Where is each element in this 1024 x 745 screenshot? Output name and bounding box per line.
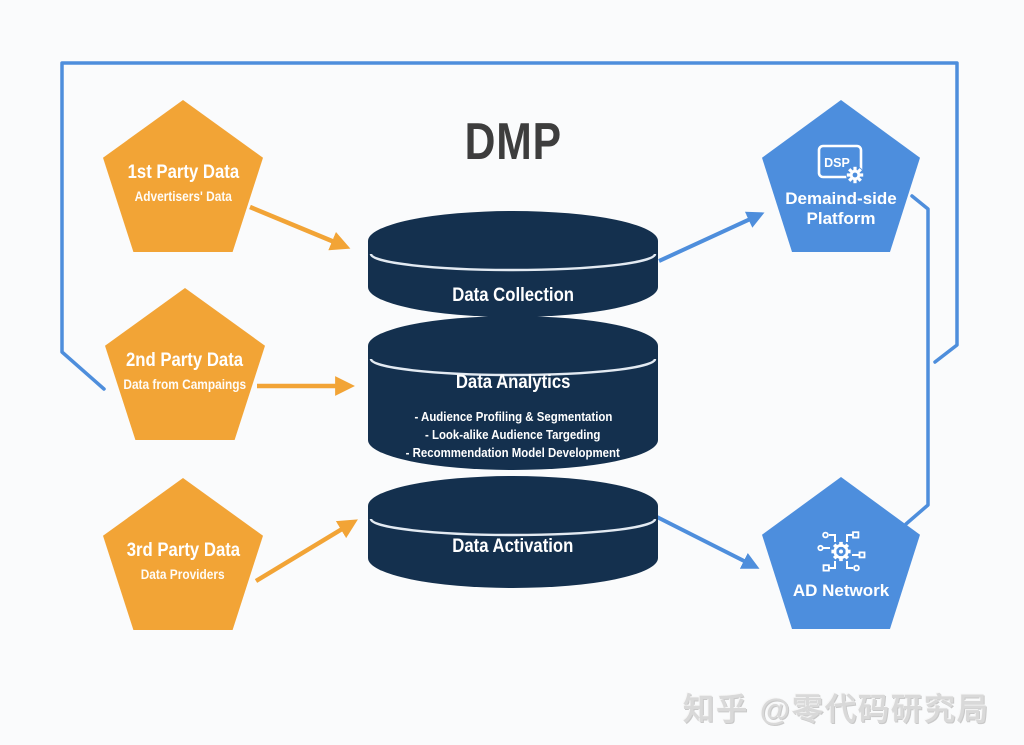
layer-label: Data Collection: [452, 285, 574, 306]
detail-line: - Recommendation Model Development: [405, 445, 621, 460]
arrow-to-dsp: [658, 211, 765, 263]
layer-data-activation: Data Activation: [368, 476, 658, 588]
svg-text:DSP: DSP: [824, 156, 850, 170]
source-subtitle: Advertisers' Data: [134, 188, 232, 204]
watermark: 知乎 @零代码研究局: [683, 692, 990, 727]
layer-label: Data Analytics: [455, 372, 571, 393]
cylinder-shape: [368, 316, 658, 470]
arrow-third-party: [254, 519, 358, 583]
source-title: 1st Party Data: [127, 162, 239, 184]
gear-icon: [831, 541, 851, 561]
feedback-loop-line: [60, 61, 959, 391]
detail-line: - Look-alike Audience Targeding: [425, 427, 601, 442]
source-subtitle: Data Providers: [141, 566, 225, 582]
network-icon: [817, 531, 866, 572]
cylinder-shape: [368, 211, 658, 317]
dsp-icon: DSP: [817, 144, 864, 184]
arrow-to-adnetwork: [654, 514, 760, 569]
page-title: DMP: [464, 113, 562, 171]
destination-label: Demaind-side Platform: [785, 188, 897, 228]
layer-label: Data Activation: [452, 536, 574, 557]
source-title: 2nd Party Data: [126, 350, 244, 372]
arrow-first-party: [249, 204, 351, 251]
source-subtitle: Data from Campaings: [123, 376, 247, 392]
cylinder-shape: [368, 476, 658, 588]
source-title: 3rd Party Data: [126, 540, 240, 562]
layer-data-analytics: Data Analytics - Audience Profiling & Se…: [368, 316, 658, 470]
detail-line: - Audience Profiling & Segmentation: [414, 409, 612, 424]
gear-icon: [846, 165, 864, 184]
layer-details: - Audience Profiling & Segmentation - Lo…: [368, 408, 658, 462]
layer-data-collection: Data Collection: [368, 211, 658, 317]
destination-label: AD Network: [792, 580, 890, 600]
dsp-to-adnetwork-line: [904, 194, 930, 526]
